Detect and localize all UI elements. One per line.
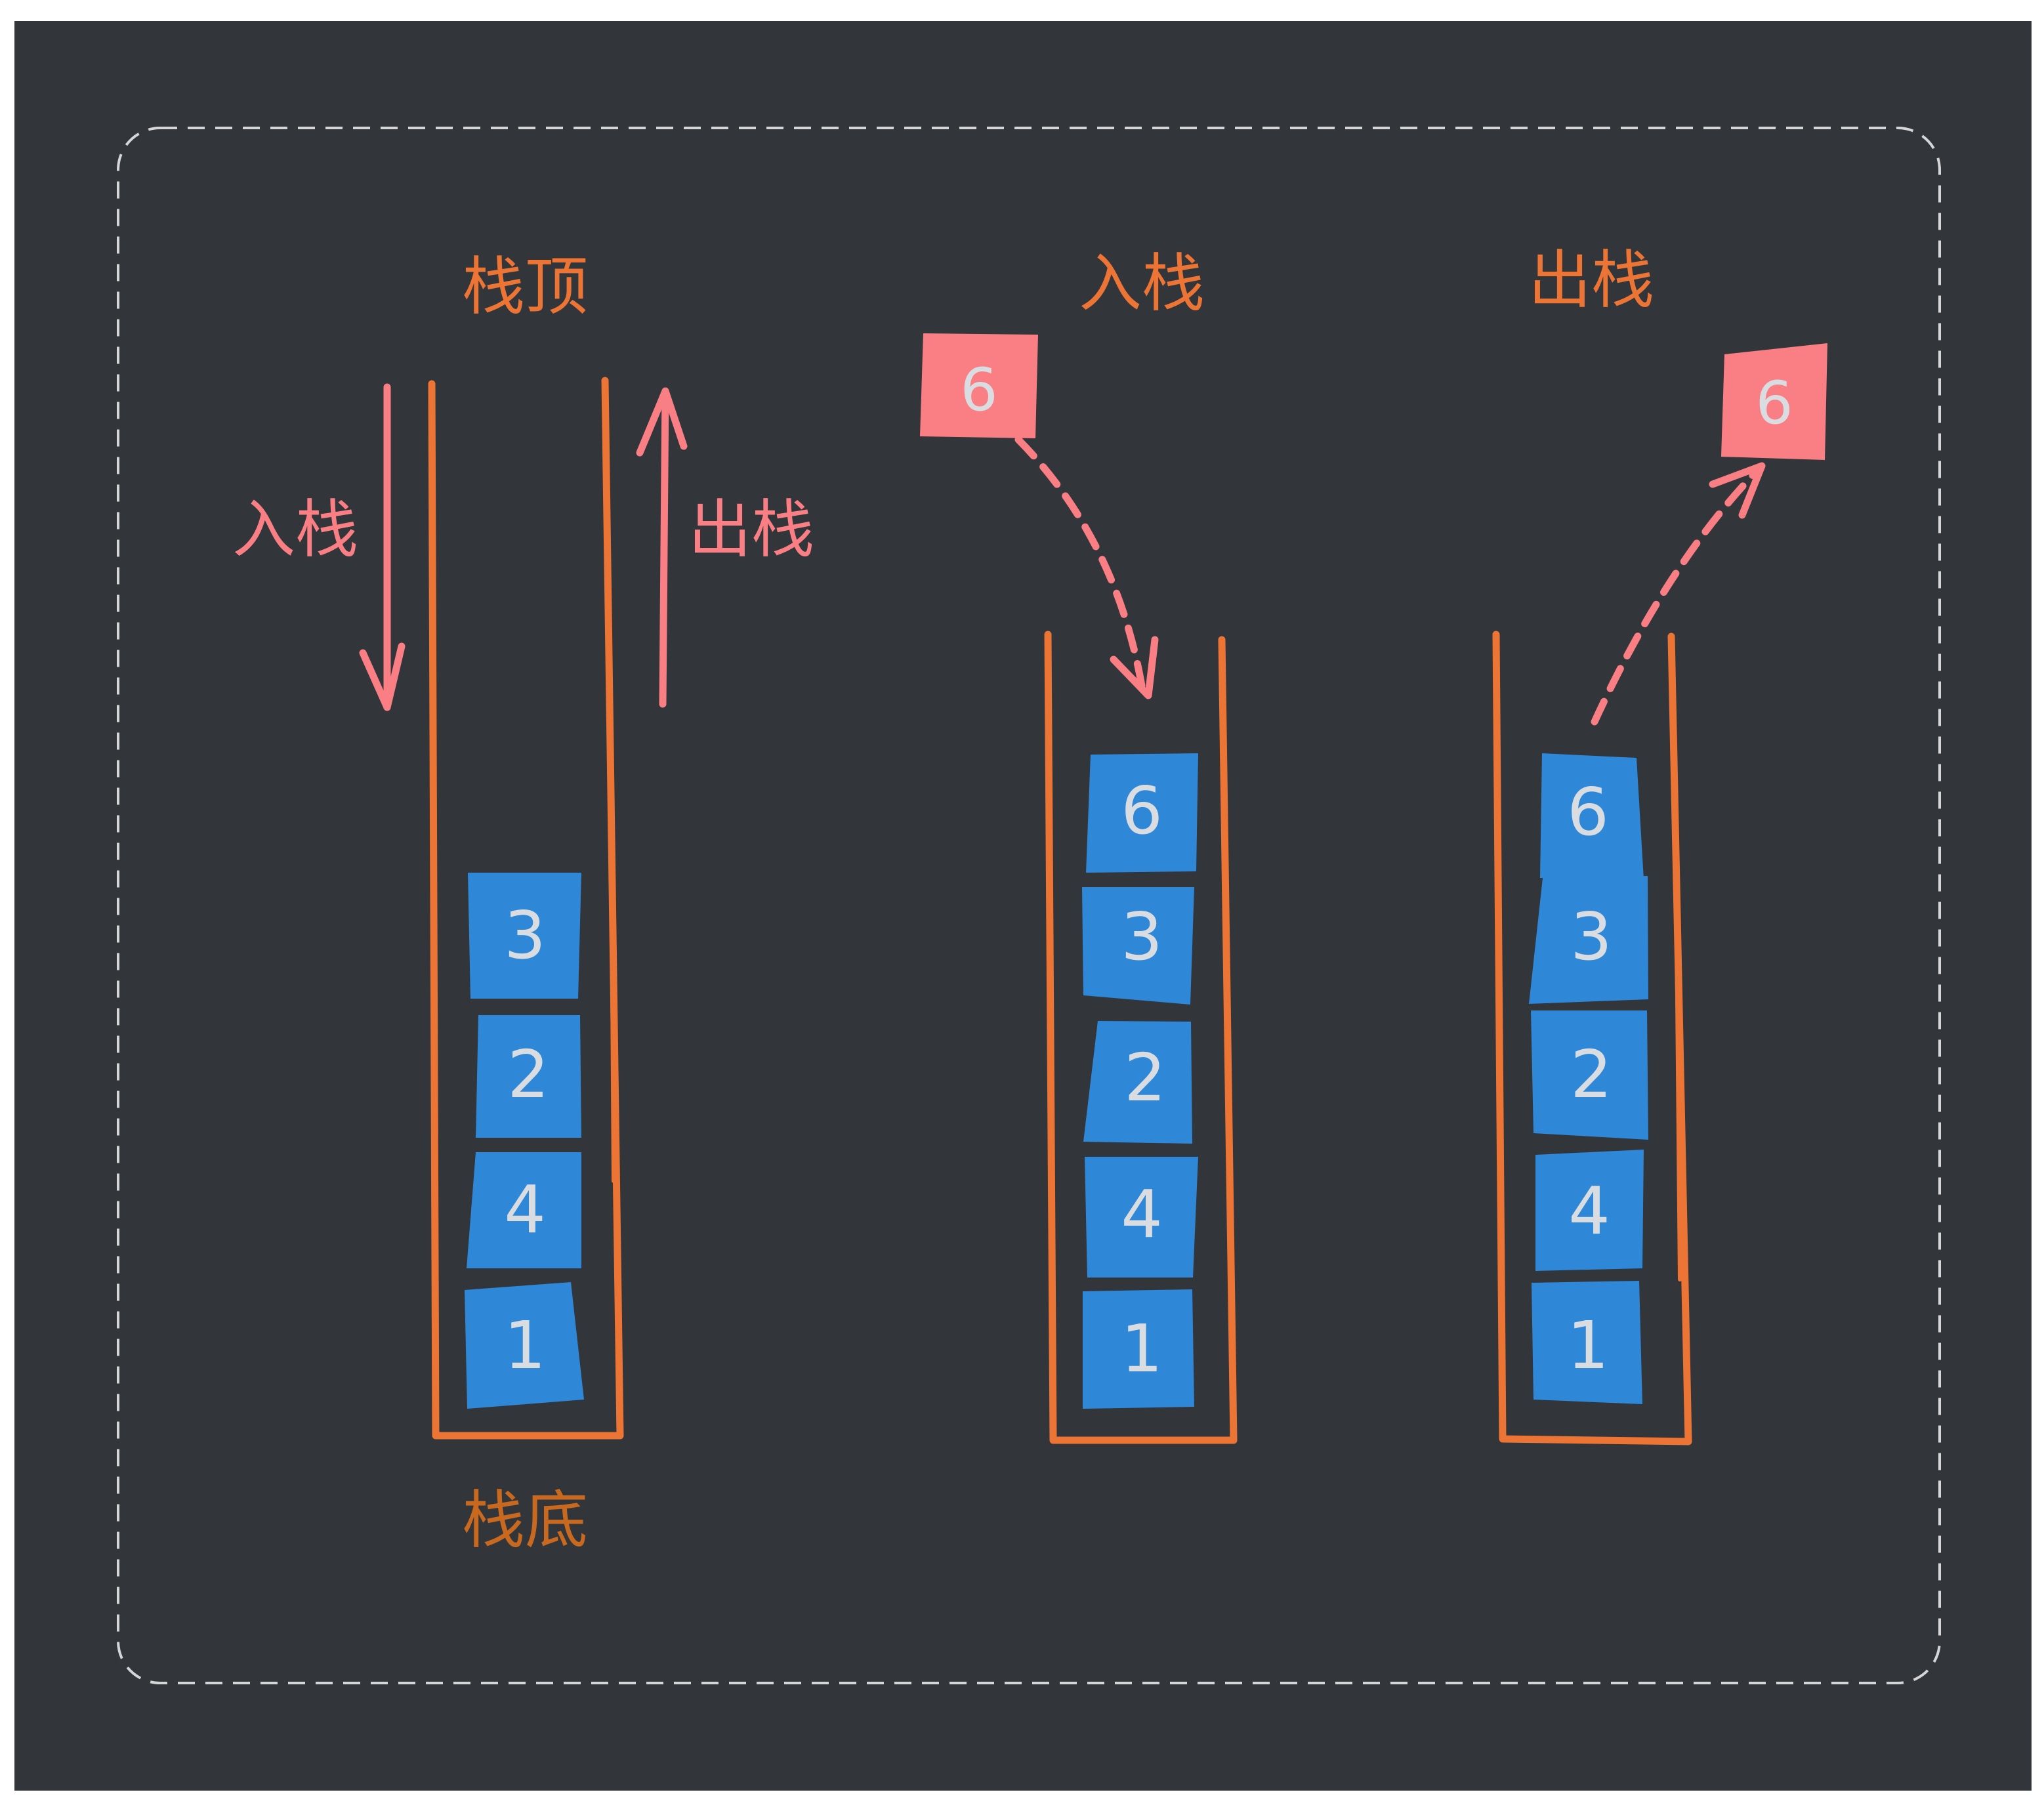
block-overview-0: 3: [468, 873, 581, 999]
block-overview-1: 2: [476, 1015, 581, 1138]
block-label: 3: [504, 897, 546, 974]
block-push-3: 4: [1085, 1157, 1198, 1278]
block-label: 3: [1570, 898, 1612, 975]
pop-title: 出栈: [1528, 243, 1654, 317]
block-label: 2: [507, 1036, 549, 1113]
push-stack: 入栈 6 6 3 2 4 1: [920, 247, 1238, 1444]
block-overview-3: 1: [465, 1282, 584, 1409]
overview-stack-wall-detail: [609, 785, 615, 1183]
block-label: 2: [1570, 1036, 1612, 1113]
stack-bottom-label: 栈底: [462, 1484, 588, 1557]
block-pop-1: 3: [1529, 876, 1648, 1004]
block-label: 4: [1121, 1176, 1163, 1253]
block-push-0: 6: [1086, 753, 1198, 873]
block-label: 1: [504, 1307, 546, 1384]
block-pop-4: 1: [1532, 1281, 1642, 1404]
block-pop-0: 6: [1540, 753, 1644, 879]
block-label: 1: [1121, 1310, 1163, 1387]
block-pop-2: 2: [1531, 1010, 1648, 1140]
push-arrow-down: [359, 383, 406, 711]
board-background: [14, 21, 2032, 1791]
overview-stack: 栈顶 3 2 4 1 入栈 出栈 栈底: [232, 250, 814, 1557]
block-label: 2: [1124, 1039, 1166, 1116]
pop-stack-container: [1492, 631, 1692, 1445]
pop-stack: 出栈 6 6 3 2 4 1: [1492, 243, 1827, 1445]
pop-dashed-arrow: [1591, 462, 1766, 726]
pop-stack-wall-detail: [1673, 785, 1682, 1281]
block-pop-3: 4: [1535, 1150, 1644, 1271]
pop-arrow-up: [636, 387, 688, 708]
block-label: 6: [1567, 774, 1609, 850]
block-push-4: 1: [1083, 1289, 1194, 1409]
block-label: 6: [1755, 369, 1793, 438]
block-label: 6: [1121, 772, 1163, 849]
pop-side-label: 出栈: [688, 493, 814, 566]
block-label: 4: [504, 1171, 546, 1248]
block-label: 1: [1567, 1307, 1609, 1384]
block-label: 3: [1121, 898, 1163, 975]
block-push-2: 2: [1083, 1021, 1192, 1144]
push-dashed-arrow: [1014, 436, 1159, 699]
block-push-1: 3: [1082, 887, 1194, 1005]
incoming-block: 6: [920, 333, 1038, 438]
outgoing-block: 6: [1721, 343, 1827, 460]
block-label: 6: [960, 356, 997, 425]
push-title: 入栈: [1079, 247, 1205, 320]
dashed-frame: [117, 127, 1941, 1684]
push-side-label: 入栈: [232, 493, 358, 566]
block-overview-2: 4: [467, 1152, 581, 1268]
push-stack-container: [1044, 631, 1238, 1444]
stack-top-label: 栈顶: [462, 250, 588, 323]
block-label: 4: [1568, 1173, 1610, 1249]
